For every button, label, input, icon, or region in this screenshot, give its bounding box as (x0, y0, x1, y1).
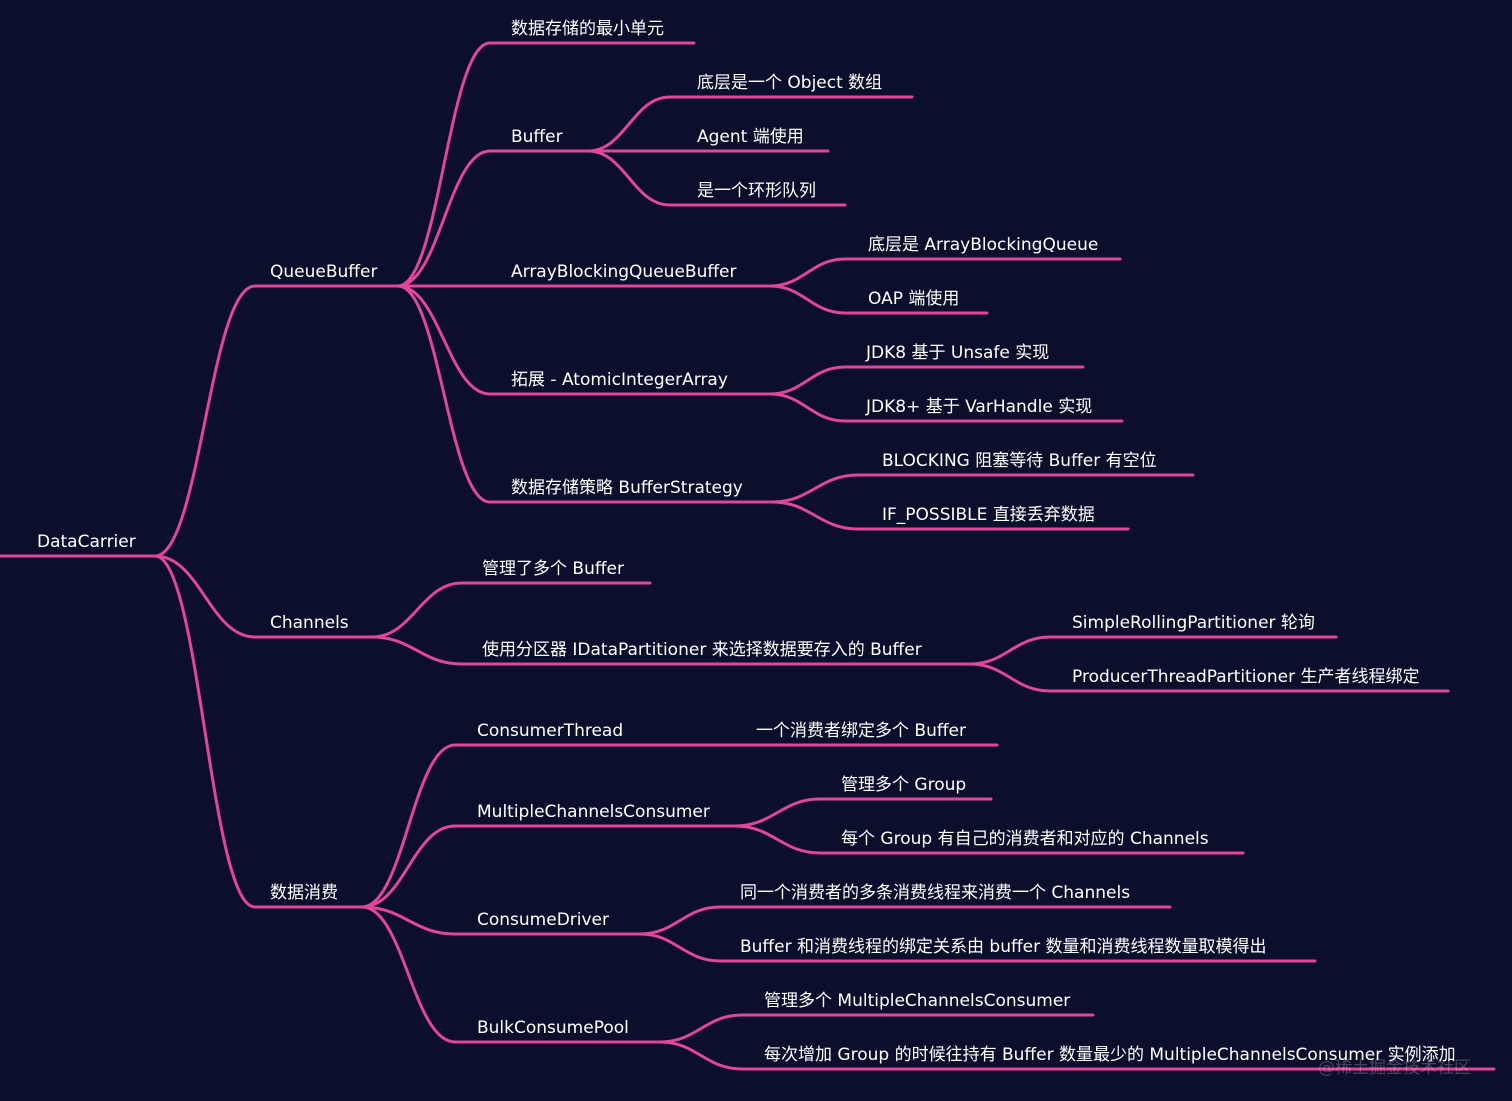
link-qb-buffer (396, 149, 492, 288)
node-pool-add-group[interactable]: 每次增加 Group 的时候往持有 Buffer 数量最少的 MultipleC… (764, 1045, 1456, 1065)
node-channels-manage[interactable]: 管理了多个 Buffer (482, 559, 625, 579)
link-ab-c1 (768, 284, 847, 315)
node-consumer-thread[interactable]: ConsumerThread (477, 721, 624, 741)
link-cs-pool (360, 905, 457, 1044)
node-partitioner-producer[interactable]: ProducerThreadPartitioner 生产者线程绑定 (1072, 667, 1420, 687)
link-str-c0 (770, 473, 860, 504)
link-str-c1 (770, 500, 860, 531)
node-buffer[interactable]: Buffer (511, 127, 563, 147)
node-strategy-blocking[interactable]: BLOCKING 阻塞等待 Buffer 有空位 (882, 451, 1157, 471)
node-channels[interactable]: Channels (270, 613, 349, 633)
link-mcc-c1 (733, 824, 822, 855)
node-array-blocking-base[interactable]: 底层是 ArrayBlockingQueue (868, 235, 1099, 255)
node-array-blocking-oap[interactable]: OAP 端使用 (868, 289, 960, 309)
node-strategy-if-possible[interactable]: IF_POSSIBLE 直接丢弃数据 (882, 505, 1095, 525)
watermark: @稀土掘金技术社区 (1318, 1058, 1471, 1078)
link-cs-thread (360, 743, 457, 909)
node-driver-binding[interactable]: Buffer 和消费线程的绑定关系由 buffer 数量和消费线程数量取模得出 (740, 937, 1267, 957)
link-qb-extension (396, 284, 492, 396)
link-root-channels (153, 554, 257, 639)
node-mcc-group-consumer[interactable]: 每个 Group 有自己的消费者和对应的 Channels (841, 829, 1209, 849)
node-datacarrier[interactable]: DataCarrier (37, 532, 136, 552)
node-buffer-ring-queue[interactable]: 是一个环形队列 (697, 181, 816, 201)
node-buffer-object-array[interactable]: 底层是一个 Object 数组 (697, 73, 883, 93)
link-part-c0 (968, 635, 1052, 666)
node-min-unit[interactable]: 数据存储的最小单元 (511, 19, 664, 39)
node-pool-manage[interactable]: 管理多个 MultipleChannelsConsumer (764, 991, 1071, 1011)
node-mcc-groups[interactable]: 管理多个 Group (841, 775, 967, 795)
link-mcc-c0 (733, 797, 822, 828)
link-ch-manage (370, 581, 464, 639)
link-cs-mcc (360, 824, 457, 909)
link-buffer-c2 (586, 149, 672, 207)
node-multiple-channels-consumer[interactable]: MultipleChannelsConsumer (477, 802, 710, 822)
node-queuebuffer[interactable]: QueueBuffer (270, 262, 378, 282)
link-drv-c0 (638, 905, 722, 936)
node-driver-threads[interactable]: 同一个消费者的多条消费线程来消费一个 Channels (740, 883, 1131, 903)
link-drv-c1 (638, 932, 722, 963)
node-array-blocking[interactable]: ArrayBlockingQueueBuffer (511, 262, 737, 282)
link-ext-c0 (768, 365, 847, 396)
node-extension-jdk8[interactable]: JDK8 基于 Unsafe 实现 (866, 343, 1050, 363)
node-partitioner-simple[interactable]: SimpleRollingPartitioner 轮询 (1072, 613, 1315, 633)
link-qb-min-unit (396, 41, 492, 288)
link-pool-c0 (658, 1013, 744, 1044)
link-ch-partitioner (370, 635, 464, 666)
node-consume[interactable]: 数据消费 (270, 883, 338, 903)
link-buffer-c0 (586, 95, 672, 153)
link-part-c1 (968, 662, 1052, 693)
link-ext-c1 (768, 392, 847, 423)
link-root-queuebuffer (153, 284, 257, 558)
node-bulk-consume-pool[interactable]: BulkConsumePool (477, 1018, 629, 1038)
node-strategy[interactable]: 数据存储策略 BufferStrategy (511, 478, 743, 498)
link-cs-driver (360, 905, 457, 936)
node-channels-partitioner[interactable]: 使用分区器 IDataPartitioner 来选择数据要存入的 Buffer (482, 640, 922, 660)
link-pool-c1 (658, 1040, 744, 1071)
link-root-consume (153, 554, 257, 909)
node-consume-driver[interactable]: ConsumeDriver (477, 910, 610, 930)
node-buffer-agent[interactable]: Agent 端使用 (697, 127, 804, 147)
node-consumer-thread-bind[interactable]: 一个消费者绑定多个 Buffer (756, 721, 967, 741)
node-extension-jdk8plus[interactable]: JDK8+ 基于 VarHandle 实现 (866, 397, 1093, 417)
link-qb-strategy (396, 284, 492, 504)
link-ab-c0 (768, 257, 847, 288)
node-extension[interactable]: 拓展 - AtomicIntegerArray (511, 370, 728, 390)
